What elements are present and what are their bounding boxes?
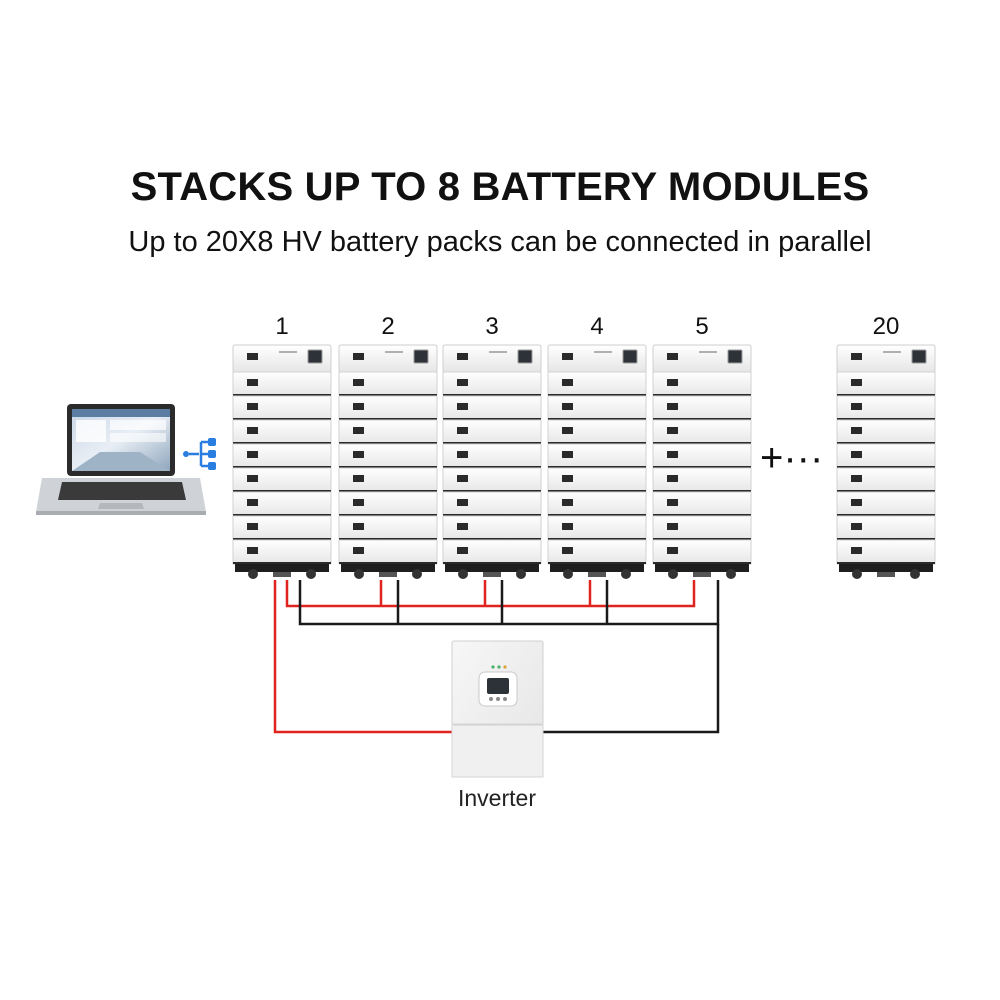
battery-module (547, 443, 647, 469)
battery-module (338, 515, 438, 541)
battery-module (442, 443, 542, 469)
battery-module (442, 491, 542, 517)
stack-label: 5 (695, 313, 708, 340)
stack-base (655, 564, 749, 579)
battery-module (547, 395, 647, 421)
battery-module (836, 419, 936, 445)
inverter-display (487, 678, 509, 694)
battery-module (442, 467, 542, 493)
battery-module (652, 515, 752, 541)
battery-stacks: 1 2 3 4 5 20 (232, 313, 936, 579)
bms-control-module (338, 344, 438, 373)
battery-module (836, 467, 936, 493)
battery-module (652, 371, 752, 397)
bms-control-module (652, 344, 752, 373)
stack-label: 1 (275, 313, 288, 340)
battery-module (547, 515, 647, 541)
positive-parallel-cable (285, 580, 696, 608)
battery-module (338, 539, 438, 565)
inverter-label: Inverter (458, 785, 536, 811)
battery-module (232, 491, 332, 517)
battery-module (232, 371, 332, 397)
battery-stack-3: 3 (442, 313, 542, 579)
battery-module (232, 395, 332, 421)
battery-stack-2: 2 (338, 313, 438, 579)
battery-module (547, 467, 647, 493)
battery-module (836, 515, 936, 541)
page-subtitle: Up to 20X8 HV battery packs can be conne… (128, 226, 872, 258)
battery-module (338, 467, 438, 493)
battery-module (652, 443, 752, 469)
page-title: STACKS UP TO 8 BATTERY MODULES (130, 165, 870, 209)
battery-module (338, 419, 438, 445)
battery-module (232, 467, 332, 493)
positive-bus-cable (273, 580, 452, 734)
battery-module (836, 491, 936, 517)
battery-module (442, 515, 542, 541)
laptop-icon (36, 404, 206, 515)
battery-module (836, 443, 936, 469)
battery-module (547, 371, 647, 397)
stack-base (235, 564, 329, 579)
bms-control-module (547, 344, 647, 373)
battery-module (442, 395, 542, 421)
battery-module (232, 515, 332, 541)
inverter-unit (451, 640, 544, 778)
battery-module (338, 371, 438, 397)
battery-module (338, 443, 438, 469)
battery-module (652, 467, 752, 493)
negative-parallel-cable (298, 580, 720, 626)
battery-module (338, 395, 438, 421)
battery-module (547, 491, 647, 517)
battery-module (836, 395, 936, 421)
stack-base (550, 564, 644, 579)
stack-label: 3 (485, 313, 498, 340)
stack-base (341, 564, 435, 579)
battery-stack-1: 1 (232, 313, 332, 579)
battery-module (652, 491, 752, 517)
battery-module (547, 539, 647, 565)
battery-module (547, 419, 647, 445)
bms-control-module (232, 344, 332, 373)
negative-bus-cable (543, 624, 720, 734)
battery-module (232, 443, 332, 469)
stack-base (445, 564, 539, 579)
battery-module (442, 419, 542, 445)
battery-module (652, 395, 752, 421)
stack-label: 4 (590, 313, 603, 340)
more-indicator: +··· (760, 436, 823, 480)
bms-control-module (442, 344, 542, 373)
battery-stack-20: 20 (836, 313, 936, 579)
stack-label: 2 (381, 313, 394, 340)
bms-control-module (836, 344, 936, 373)
battery-module (836, 371, 936, 397)
battery-module (232, 539, 332, 565)
battery-module (338, 491, 438, 517)
battery-stack-4: 4 (547, 313, 647, 579)
stack-label: 20 (873, 313, 900, 340)
network-icon (183, 438, 216, 470)
cabling (273, 580, 720, 734)
battery-module (442, 539, 542, 565)
battery-stack-5: 5 (652, 313, 752, 579)
stack-base (839, 564, 933, 579)
battery-module (442, 371, 542, 397)
battery-module (836, 539, 936, 565)
battery-module (232, 419, 332, 445)
battery-module (652, 419, 752, 445)
battery-module (652, 539, 752, 565)
